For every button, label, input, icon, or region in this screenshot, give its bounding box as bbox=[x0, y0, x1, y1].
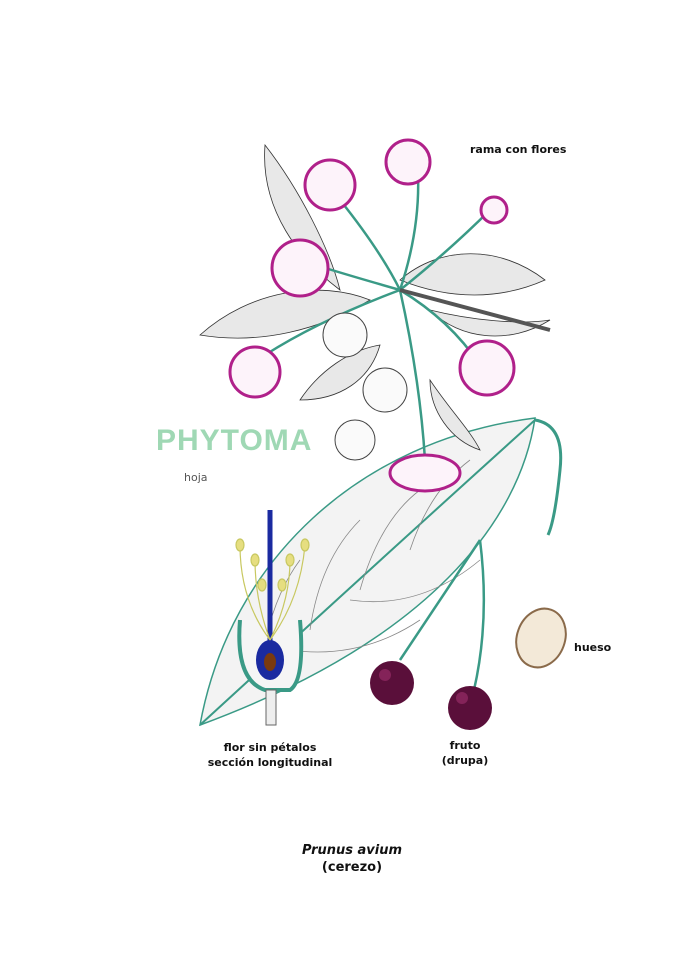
cherries bbox=[370, 661, 492, 730]
label-leaf: hoja bbox=[184, 471, 208, 484]
watermark: PHYTOMA bbox=[156, 424, 313, 457]
white-flowers bbox=[322, 312, 408, 461]
label-branch: rama con flores bbox=[470, 143, 567, 156]
label-fruit: fruto (drupa) bbox=[425, 738, 505, 768]
branch-leaves bbox=[199, 143, 551, 451]
label-flower-section-line2: sección longitudinal bbox=[207, 756, 333, 769]
scientific-name: Prunus avium bbox=[301, 843, 403, 858]
common-name: (cerezo) bbox=[321, 860, 383, 875]
label-flower-section: flor sin pétalos sección longitudinal bbox=[195, 740, 345, 770]
label-fruit-line1: fruto bbox=[449, 739, 481, 752]
plate-title: Prunus avium (cerezo) bbox=[252, 842, 452, 876]
flower-section-drawing bbox=[235, 510, 310, 726]
cherry-stone bbox=[515, 607, 567, 669]
branch-stems bbox=[264, 174, 551, 691]
flowers bbox=[228, 138, 516, 493]
label-fruit-line2: (drupa) bbox=[441, 754, 489, 767]
label-flower-section-line1: flor sin pétalos bbox=[223, 741, 317, 754]
label-stone: hueso bbox=[574, 641, 612, 654]
